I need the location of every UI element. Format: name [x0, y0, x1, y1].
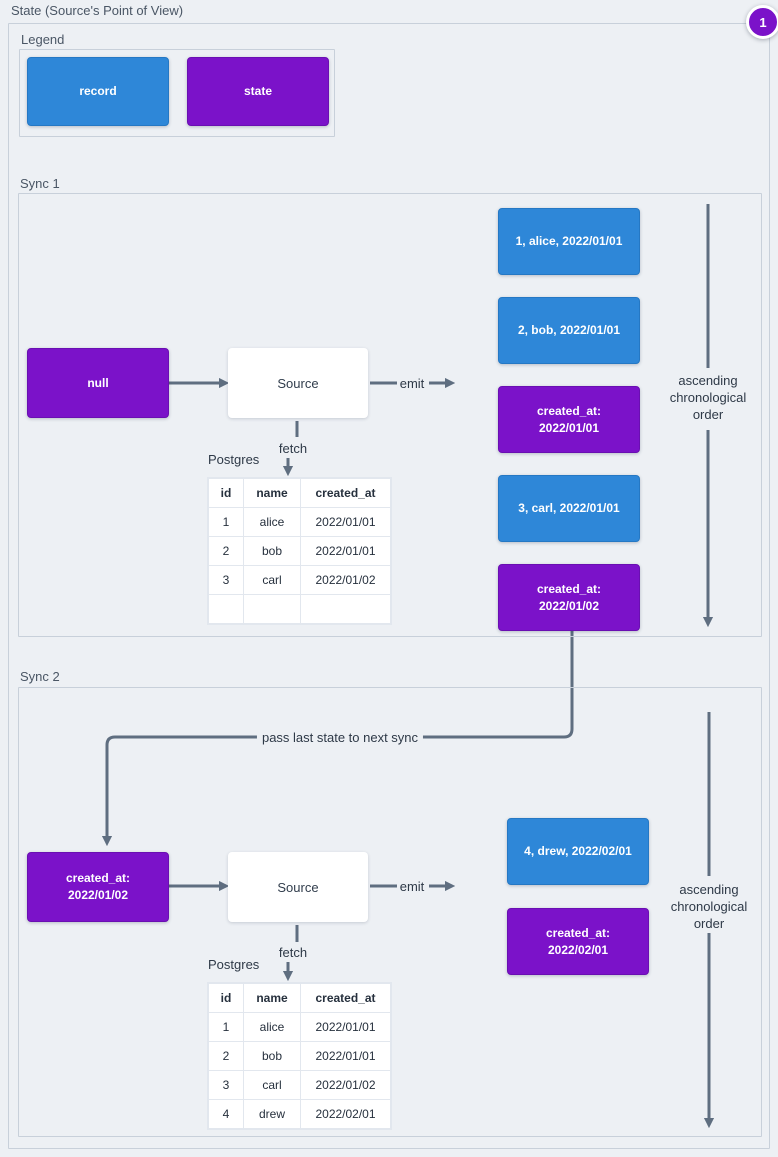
sync1-emitted-record-box: 2, bob, 2022/01/01 — [498, 297, 640, 364]
column-header: id — [208, 983, 244, 1013]
sync1-emitted-record-box: 3, carl, 2022/01/01 — [498, 475, 640, 542]
column-header: id — [208, 478, 244, 508]
chip-text: 2022/02/01 — [547, 942, 609, 957]
sync2-input-state-box: created_at: 2022/01/02 — [27, 852, 169, 922]
chip-text: created_at: — [65, 871, 131, 885]
chip-text: 3, carl, 2022/01/01 — [518, 501, 620, 515]
outer-panel — [8, 23, 770, 1149]
annotation-badge: 1 — [746, 5, 778, 39]
table-cell: 2022/02/01 — [300, 1099, 391, 1129]
chip-text: record — [79, 84, 117, 98]
table-cell: 1 — [208, 507, 244, 537]
sync1-input-state-box: null — [27, 348, 169, 418]
table-cell: 2022/01/01 — [300, 536, 391, 566]
sync1-fetch-label: fetch — [278, 441, 308, 456]
sync1-title: Sync 1 — [20, 176, 60, 191]
table-cell: 1 — [208, 1012, 244, 1042]
sync2-emit-label: emit — [399, 879, 425, 894]
chip-text: created_at: — [536, 403, 602, 418]
page-title: State (Source's Point of View) — [11, 3, 184, 18]
chip-text: 2, bob, 2022/01/01 — [517, 323, 621, 337]
table-cell: bob — [243, 536, 301, 566]
column-header: name — [243, 478, 301, 508]
table-cell — [208, 594, 244, 624]
chip-text: 2022/01/02 — [67, 888, 129, 902]
legend-state-box: state — [187, 57, 329, 126]
legend-items: record state — [27, 57, 329, 126]
chip-text: 4, drew, 2022/02/01 — [524, 844, 632, 858]
legend-title: Legend — [21, 32, 65, 47]
table-cell: 2 — [208, 1041, 244, 1071]
sync2-input-state: created_at: 2022/01/02 — [27, 852, 169, 922]
chip-text: 1, alice, 2022/01/01 — [515, 234, 623, 248]
chip-text: state — [243, 84, 272, 98]
column-header: created_at — [300, 478, 391, 508]
table-cell: carl — [243, 565, 301, 595]
chip-text: created_at: — [536, 581, 602, 596]
sync2-fetch-label: fetch — [278, 945, 308, 960]
sync1-postgres-label: Postgres — [208, 452, 260, 467]
table-cell: 4 — [208, 1099, 244, 1129]
sync1-emitted-state-box: created_at: 2022/01/01 — [498, 386, 640, 453]
sync2-panel — [18, 687, 762, 1137]
sync1-panel — [18, 193, 762, 637]
sync1-source-box: Source — [228, 348, 368, 418]
sync1-emitted-state-box: created_at: 2022/01/02 — [498, 564, 640, 631]
legend-panel — [19, 49, 335, 137]
sync1-input-state: null — [27, 348, 169, 418]
table-cell: 2022/01/02 — [300, 1070, 391, 1100]
table-cell: 2022/01/02 — [300, 565, 391, 595]
legend-record-box: record — [27, 57, 169, 126]
table-cell: 2022/01/01 — [300, 507, 391, 537]
chip-text: created_at: — [545, 925, 611, 940]
sync1-emit-label: emit — [399, 376, 425, 391]
column-header: name — [243, 983, 301, 1013]
sync1-emitted-stack: 1, alice, 2022/01/01 2, bob, 2022/01/01 cr… — [498, 208, 640, 631]
sync2-emitted-record-box: 4, drew, 2022/02/01 — [507, 818, 649, 885]
table-cell: 2022/01/01 — [300, 1012, 391, 1042]
table-cell — [243, 594, 301, 624]
chip-text: 2022/01/01 — [538, 420, 600, 435]
sync2-emitted-stack: 4, drew, 2022/02/01 created_at: 2022/02/01 — [507, 818, 649, 975]
table-cell: 2022/01/01 — [300, 1041, 391, 1071]
sync2-emitted-state-box: created_at: 2022/02/01 — [507, 908, 649, 975]
table-cell: carl — [243, 1070, 301, 1100]
chip-text: 2022/01/02 — [538, 598, 600, 613]
table-cell — [300, 594, 391, 624]
column-header: created_at — [300, 983, 391, 1013]
table-cell: alice — [243, 1012, 301, 1042]
table-row — [208, 594, 391, 624]
sync1-emitted-record-box: 1, alice, 2022/01/01 — [498, 208, 640, 275]
table-cell: 3 — [208, 565, 244, 595]
chip-text: null — [87, 375, 109, 390]
table-cell: bob — [243, 1041, 301, 1071]
sync2-order-label: ascending chronological order — [670, 882, 748, 931]
table-cell: 2 — [208, 536, 244, 566]
sync2-source-box: Source — [228, 852, 368, 922]
pass-state-label: pass last state to next sync — [256, 730, 424, 745]
sync1-order-label: ascending chronological order — [669, 373, 747, 422]
table-cell: drew — [243, 1099, 301, 1129]
sync2-title: Sync 2 — [20, 669, 60, 684]
table-cell: 3 — [208, 1070, 244, 1100]
sync2-postgres-label: Postgres — [208, 957, 260, 972]
table-cell: alice — [243, 507, 301, 537]
